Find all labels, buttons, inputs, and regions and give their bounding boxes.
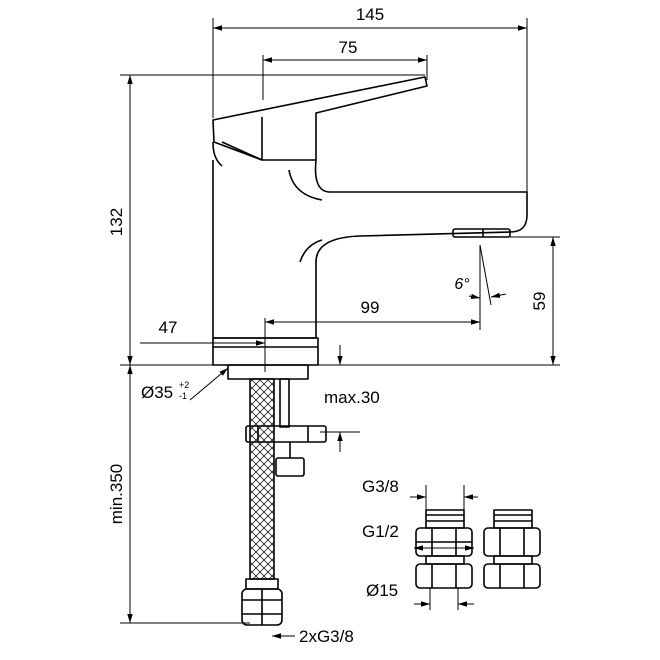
label-outlet-height: 59: [530, 292, 549, 311]
fitting-right: [483, 509, 541, 589]
spout: [212, 159, 528, 339]
fitting-dimension-lines: [410, 485, 478, 610]
label-axis-offset: 47: [159, 318, 178, 337]
mounting-kit: [241, 378, 327, 626]
angle-marks: [468, 244, 507, 306]
label-hole-tolerance-minus: -1: [179, 391, 187, 401]
label-overall-height: 132: [107, 208, 126, 236]
label-hose-connection: 2xG3/8: [299, 627, 354, 646]
extension-lines: [120, 18, 560, 624]
label-pipe-diameter: Ø15: [366, 581, 398, 600]
label-thread-small: G3/8: [362, 477, 399, 496]
label-max-deck: max.30: [324, 388, 380, 407]
fixing-nut: [245, 425, 327, 443]
lever: [212, 76, 428, 161]
label-overall-length: 145: [356, 5, 384, 24]
threaded-rod: [279, 378, 290, 428]
label-hole-tolerance-plus: +2: [179, 380, 189, 390]
flexible-hose: [249, 378, 275, 580]
label-spout-angle: 6°: [454, 276, 470, 293]
dimension-lines: [127, 25, 556, 639]
label-hose-min-length: min.350: [107, 464, 126, 524]
aerator: [452, 228, 511, 238]
fitting-left: [415, 509, 473, 589]
label-hole-diameter: Ø35: [141, 383, 173, 402]
label-lever-length: 75: [339, 38, 358, 57]
dim-line-hole: [189, 367, 229, 401]
label-spout-reach: 99: [361, 298, 380, 317]
tap-body: [212, 76, 528, 380]
label-thread-large: G1/2: [362, 522, 399, 541]
